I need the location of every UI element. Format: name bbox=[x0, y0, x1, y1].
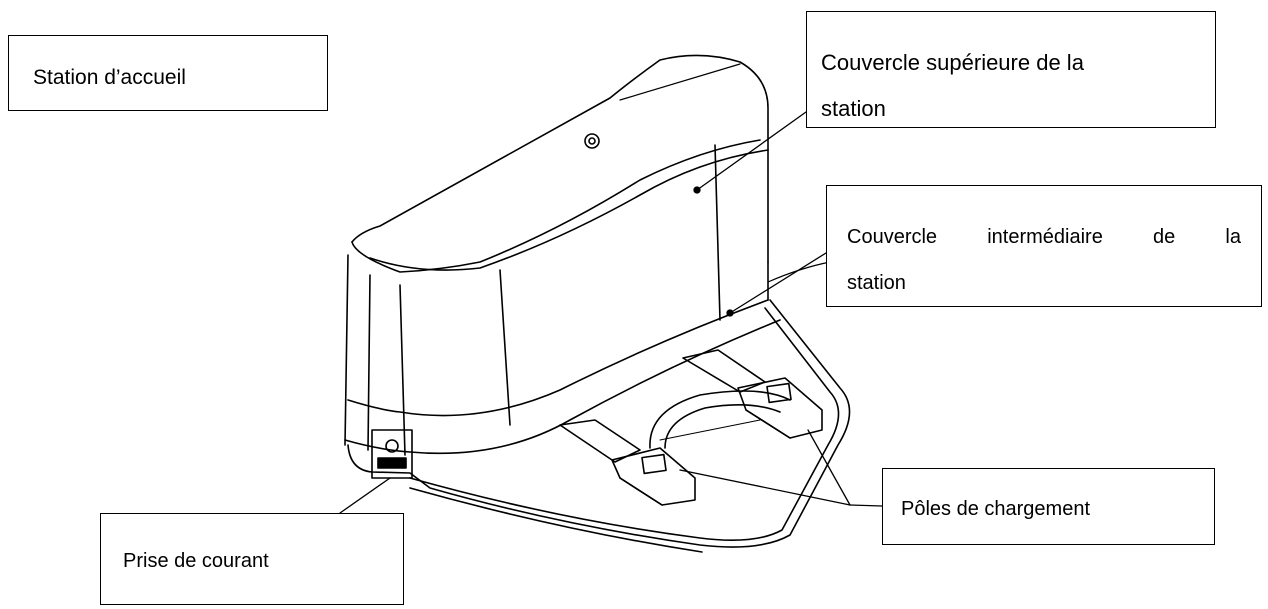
power-socket bbox=[371, 429, 413, 479]
middle-cover-text-line2: station bbox=[847, 272, 906, 294]
middle-cover bbox=[344, 144, 831, 456]
top-cover-text-line2: station bbox=[821, 96, 886, 121]
charging-pole-left bbox=[559, 419, 696, 506]
robot-recess bbox=[649, 390, 791, 449]
top-cover-label: Couvercle supérieure de la station bbox=[806, 11, 1216, 128]
middle-cover-label: Couvercle intermédiaire de la station bbox=[826, 185, 1262, 307]
leader-lines bbox=[339, 111, 883, 514]
power-socket-text: Prise de courant bbox=[123, 550, 269, 572]
top-cover-text-line1: Couvercle supérieure de la bbox=[821, 50, 1084, 75]
charging-pole-right bbox=[682, 349, 823, 439]
station-title-label: Station d’accueil bbox=[8, 35, 328, 111]
charging-poles-text: Pôles de chargement bbox=[901, 498, 1091, 520]
base-plate bbox=[347, 299, 851, 553]
charging-poles-label: Pôles de chargement bbox=[882, 468, 1215, 545]
top-cover bbox=[351, 54, 769, 273]
power-socket-label: Prise de courant bbox=[100, 513, 404, 605]
middle-cover-text-line1: Couvercle intermédiaire de la bbox=[847, 226, 1241, 248]
station-title-text: Station d’accueil bbox=[33, 66, 186, 89]
